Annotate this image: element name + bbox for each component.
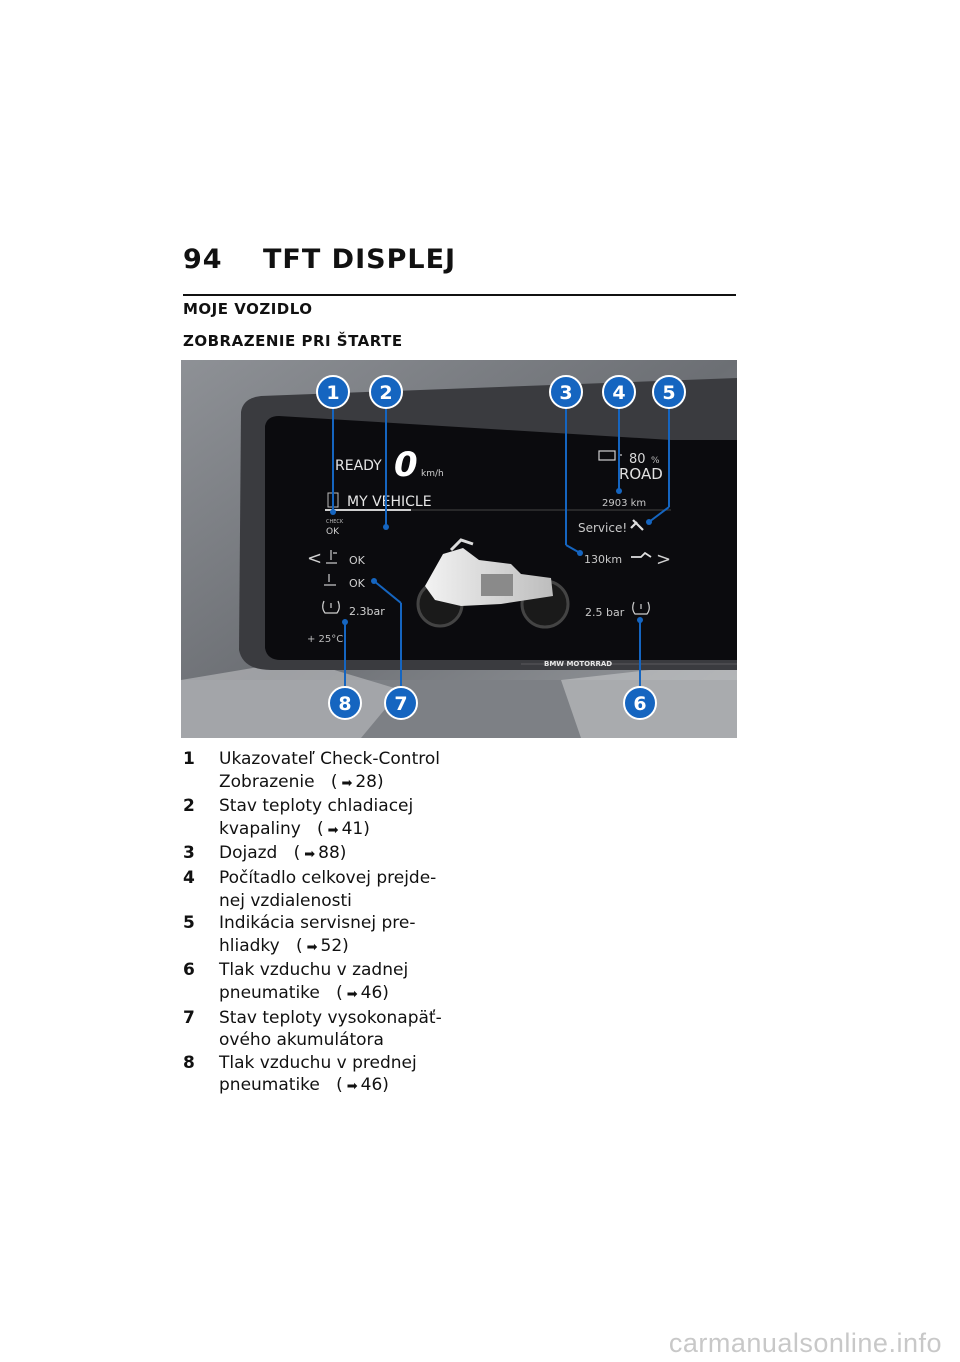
reference-arrow-icon: ➡ (346, 986, 358, 1002)
legend-line: Zobrazenie (219, 771, 315, 792)
battery-temp-icon (324, 574, 336, 586)
legend-number: 3 (183, 843, 195, 864)
tire-pressure-front-icon (322, 600, 340, 614)
legend-line: Tlak vzduchu v prednej (219, 1052, 417, 1073)
callout-8: 8 (328, 686, 362, 720)
callout-3: 3 (549, 375, 583, 409)
page-reference[interactable]: (➡52) (285, 936, 349, 956)
tire-pressure-rear-icon (632, 601, 650, 615)
callout-2: 2 (369, 375, 403, 409)
legend-item: 4 Počítadlo celkovej prejde- nej vzdiale… (183, 867, 483, 912)
page-reference[interactable]: (➡28) (320, 772, 384, 792)
legend-number: 5 (183, 913, 195, 934)
svg-text:8: 8 (338, 693, 351, 715)
legend-number: 8 (183, 1052, 195, 1073)
page-reference[interactable]: (➡41) (306, 819, 370, 839)
check-value: OK (326, 527, 340, 537)
nav-left-icon[interactable]: < (307, 548, 322, 569)
callout-5: 5 (652, 375, 686, 409)
coolant-value: OK (349, 554, 366, 567)
legend-line: kvapaliny (219, 818, 301, 839)
legend-item: 2 Stav teploty chladiacej kvapaliny (➡41… (183, 795, 483, 842)
legend-item: 5 Indikácia servisnej pre- hliadky (➡52) (183, 912, 483, 959)
front-pressure: 2.3bar (349, 605, 385, 618)
legend-line: ového akumulátora (219, 1030, 384, 1051)
legend-number: 6 (183, 960, 195, 981)
svg-text:5: 5 (662, 382, 675, 404)
reference-arrow-icon: ➡ (306, 939, 318, 955)
reference-arrow-icon: ➡ (341, 775, 353, 791)
svg-text:2: 2 (379, 382, 392, 404)
wrench-icon (630, 519, 644, 531)
legend-number: 1 (183, 749, 195, 769)
page-header: 94 TFT DISPLEJ (183, 244, 456, 275)
ride-mode: ROAD (619, 465, 663, 483)
legend-number: 4 (183, 867, 195, 888)
tft-display-figure: READY 0 km/h MY VEHICLE CHECK OK < OK OK… (181, 360, 737, 738)
legend-line: pneumatike (219, 1075, 320, 1096)
reference-arrow-icon: ➡ (346, 1079, 358, 1095)
display-screen (265, 416, 737, 660)
svg-text:1: 1 (326, 382, 339, 404)
legend-line: Dojazd (219, 843, 278, 864)
percent-sign: % (651, 456, 660, 466)
svg-text:3: 3 (559, 382, 572, 404)
brand-label: BMW MOTORRAD (544, 660, 612, 668)
coolant-icon (326, 550, 337, 564)
legend-line: Počítadlo celkovej prejde- (219, 867, 437, 888)
speed-value: 0 (394, 445, 418, 485)
page-reference[interactable]: (➡88) (283, 843, 347, 863)
legend-line: Indikácia servisnej pre- (219, 913, 416, 934)
legend-line: Stav teploty chladiacej (219, 796, 414, 817)
header-rule (183, 294, 736, 296)
range-value: 130km (584, 553, 622, 566)
subsection-title: ZOBRAZENIE PRI ŠTARTE (183, 332, 403, 350)
motorcycle-image (416, 538, 570, 629)
callout-leaders (332, 408, 670, 687)
legend-list: 1 Ukazovateľ Check-Control Zobrazenie (➡… (183, 748, 483, 1099)
callout-6: 6 (623, 686, 657, 720)
battery-value: OK (349, 577, 366, 590)
odometer: 2903 km (602, 498, 646, 509)
watermark[interactable]: carmanualsonline.info (668, 1328, 942, 1358)
legend-line: Tlak vzduchu v zadnej (219, 960, 409, 981)
charge-percent: 80 (629, 452, 646, 467)
legend-line: pneumatike (219, 982, 320, 1003)
legend-item: 7 Stav teploty vysokonapäť- ového akumul… (183, 1007, 483, 1052)
callout-1: 1 (316, 375, 350, 409)
legend-item: 3 Dojazd (➡88) (183, 842, 483, 867)
legend-item: 6 Tlak vzduchu v zadnej pneumatike (➡46) (183, 959, 483, 1006)
ready-status: READY (335, 458, 382, 474)
legend-line: hliadky (219, 935, 280, 956)
page-reference[interactable]: (➡46) (325, 983, 389, 1003)
speed-unit: km/h (421, 469, 444, 479)
svg-text:6: 6 (633, 693, 646, 715)
page-number: 94 (183, 244, 223, 275)
callout-7: 7 (384, 686, 418, 720)
legend-number: 7 (183, 1007, 195, 1028)
section-title: MOJE VOZIDLO (183, 300, 313, 318)
legend-number: 2 (183, 796, 195, 817)
range-plug-icon (631, 551, 652, 558)
legend-line: Stav teploty vysokonapäť- (219, 1007, 442, 1028)
service-text: Service! (578, 521, 627, 535)
reference-arrow-icon: ➡ (327, 822, 339, 838)
legend-line: Ukazovateľ Check-Control (219, 749, 440, 769)
temperature: + 25°C (307, 634, 343, 645)
legend-line: nej vzdialenosti (219, 890, 352, 911)
legend-item: 1 Ukazovateľ Check-Control Zobrazenie (➡… (183, 748, 483, 795)
menu-title: MY VEHICLE (347, 494, 432, 510)
reference-arrow-icon: ➡ (304, 847, 316, 863)
rear-pressure: 2.5 bar (585, 606, 625, 619)
svg-text:7: 7 (394, 693, 407, 715)
svg-text:4: 4 (612, 382, 625, 404)
callout-4: 4 (602, 375, 636, 409)
chapter-title: TFT DISPLEJ (263, 244, 457, 275)
callout-dots (330, 488, 652, 625)
legend-item: 8 Tlak vzduchu v prednej pneumatike (➡46… (183, 1052, 483, 1099)
page-reference[interactable]: (➡46) (325, 1075, 389, 1095)
nav-right-icon[interactable]: > (656, 549, 671, 570)
check-label: CHECK (326, 519, 344, 525)
